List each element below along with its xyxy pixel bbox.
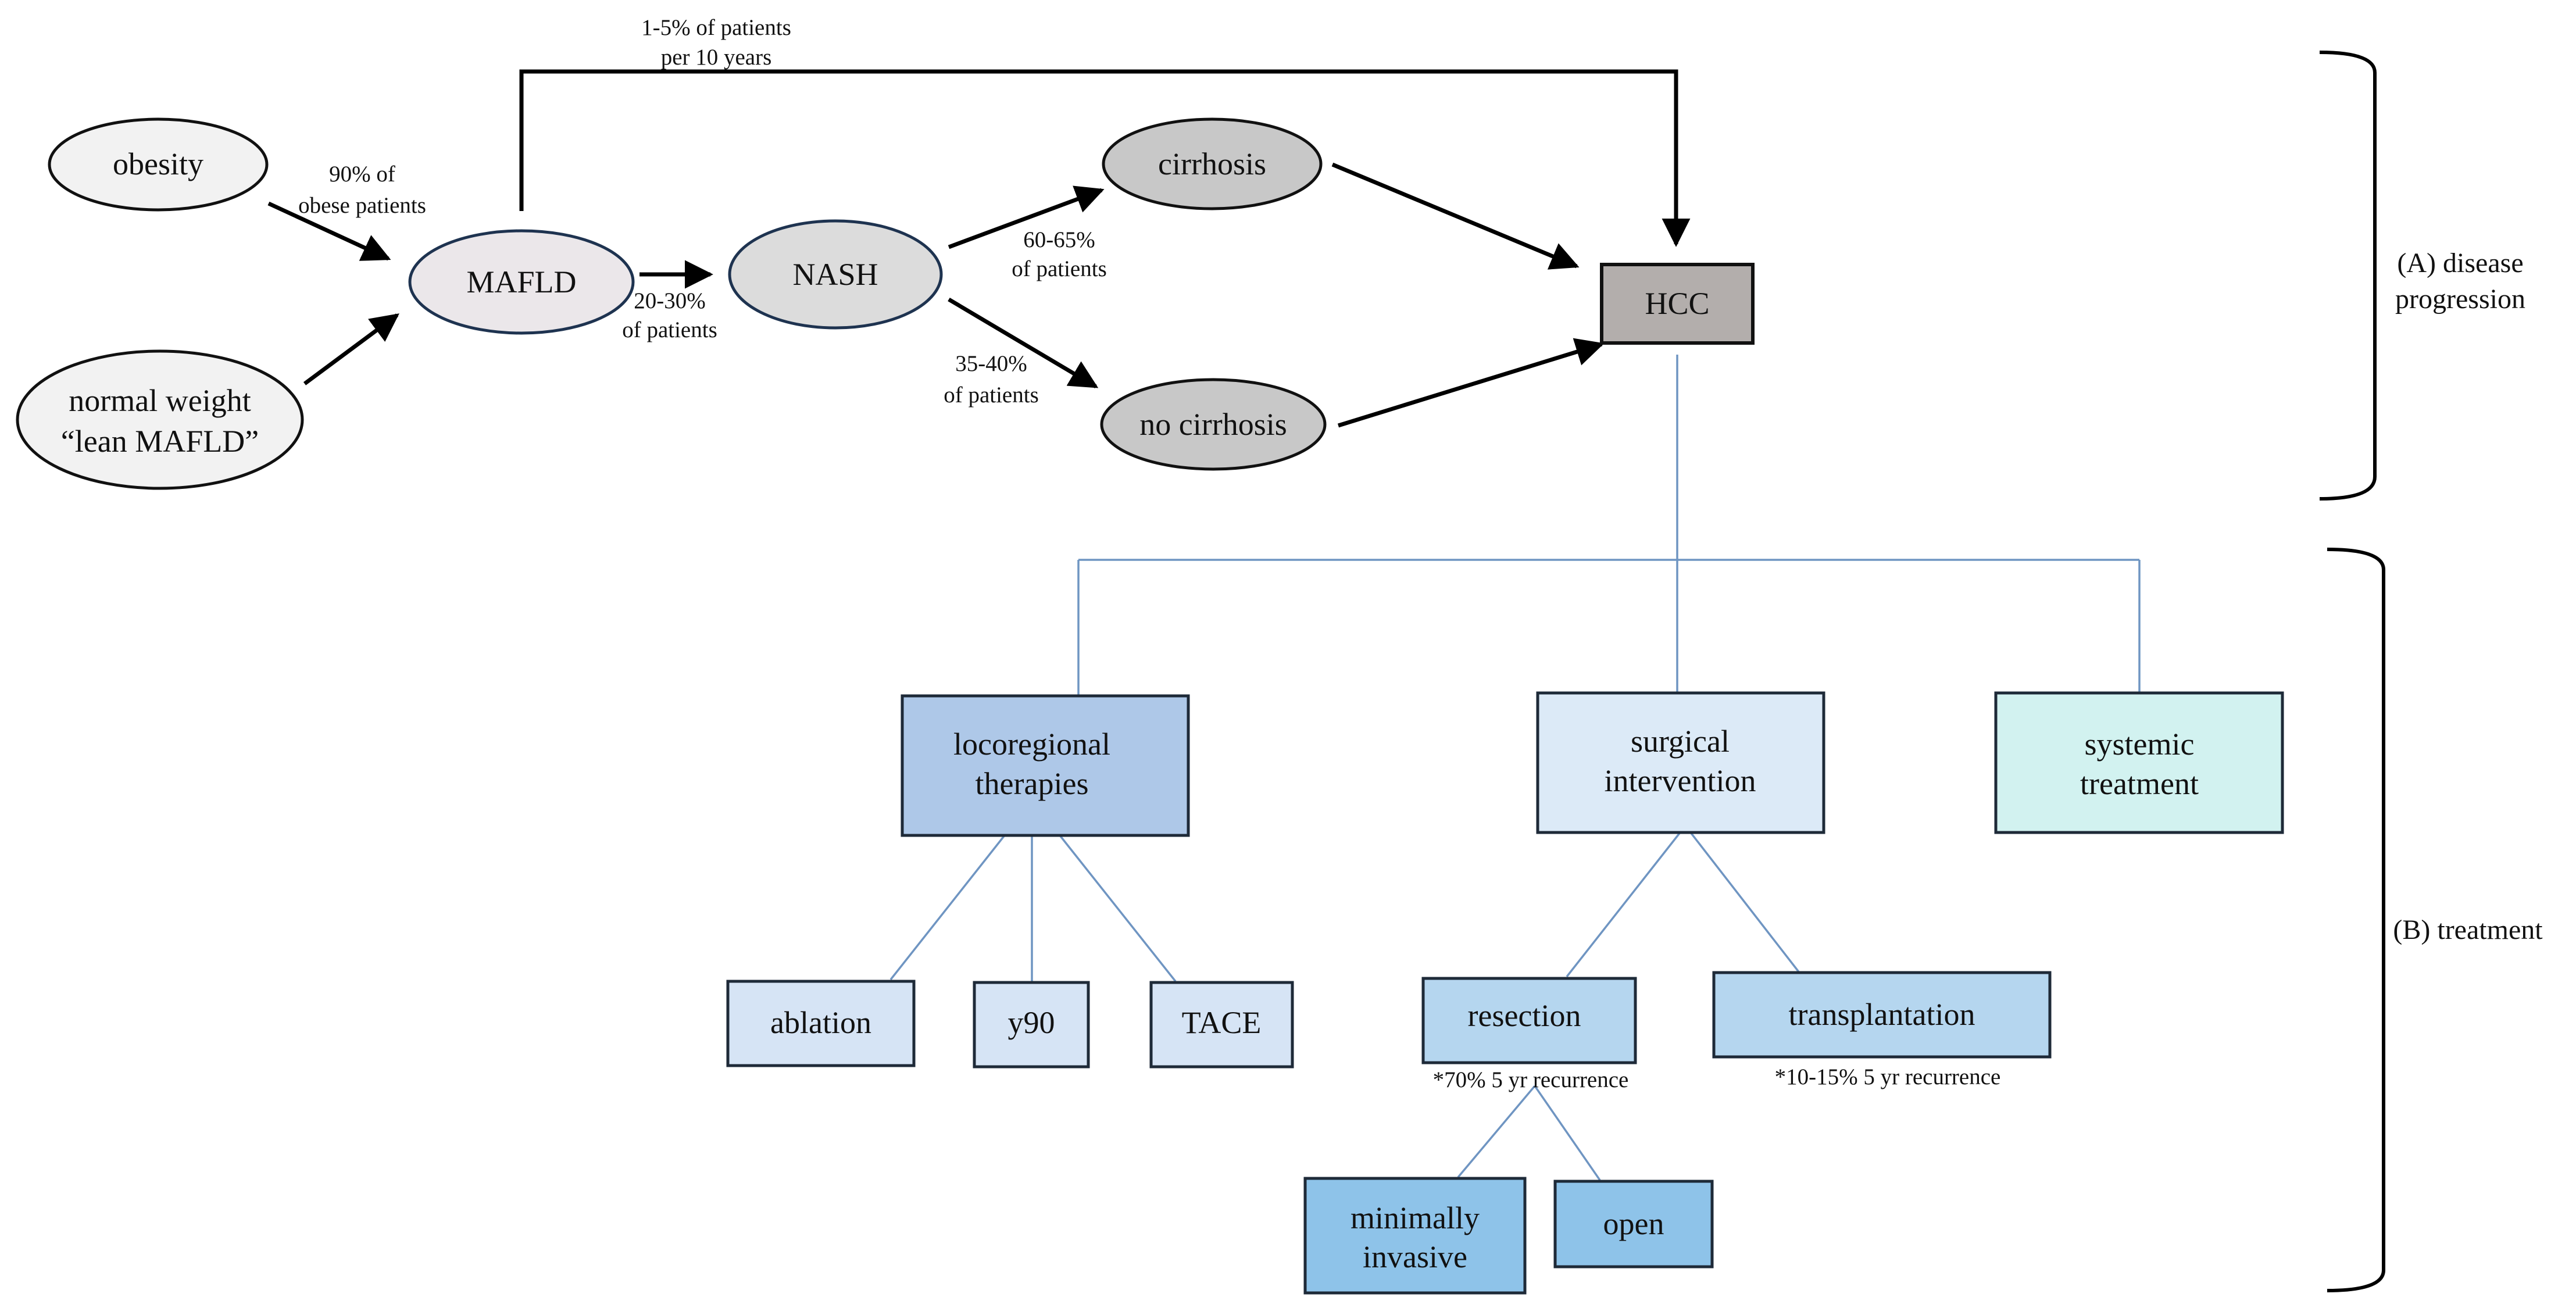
section-treatment: (B) treatment bbox=[2327, 548, 2543, 1292]
label-obesity-to-mafld-line1: 90% of bbox=[329, 162, 395, 187]
node-ablation: ablation bbox=[726, 980, 916, 1067]
minimally-invasive-shape bbox=[1303, 1177, 1527, 1295]
arrow-normal-weight-to-mafld bbox=[303, 313, 399, 385]
y90-shape bbox=[973, 981, 1090, 1069]
node-no-cirrhosis: no cirrhosis bbox=[1100, 378, 1327, 471]
line-resection-to-open bbox=[1534, 1085, 1601, 1181]
node-resection: resection bbox=[1421, 977, 1637, 1064]
node-y90: y90 bbox=[973, 981, 1090, 1069]
systemic-shape bbox=[1994, 691, 2284, 834]
node-tace: TACE bbox=[1149, 981, 1294, 1069]
arrow-no-cirrhosis-to-hcc bbox=[1337, 338, 1605, 428]
locoregional-shape bbox=[901, 694, 1190, 837]
node-mafld: MAFLD bbox=[408, 229, 635, 335]
tace-shape bbox=[1149, 981, 1294, 1069]
arrow-nash-to-cirrhosis bbox=[948, 185, 1105, 249]
resection-recurrence-note: *70% 5 yr recurrence bbox=[1433, 1067, 1629, 1092]
label-nash-to-no-cirrhosis-line2: of patients bbox=[944, 383, 1039, 408]
node-transplantation: transplantation bbox=[1712, 971, 2052, 1059]
open-shape bbox=[1553, 1180, 1714, 1268]
obesity-label: obesity bbox=[113, 146, 203, 181]
line-surgical-to-resection bbox=[1566, 831, 1681, 978]
bracket-disease-progression bbox=[2319, 51, 2377, 501]
line-locoregional-to-ablation bbox=[889, 834, 1006, 981]
line-surgical-to-transplantation bbox=[1689, 831, 1800, 974]
tace-label: TACE bbox=[1182, 1005, 1262, 1040]
surgical-shape bbox=[1536, 691, 1825, 834]
node-surgical-intervention: surgical intervention bbox=[1536, 691, 1825, 834]
nash-shape bbox=[728, 219, 943, 330]
hcc-shape bbox=[1600, 263, 1755, 345]
line-resection-to-minimally-invasive bbox=[1457, 1085, 1536, 1178]
systemic-label-line1: systemic bbox=[2085, 727, 2195, 762]
arrow-mafld-to-hcc bbox=[519, 69, 1691, 247]
label-mafld-to-hcc-line2: per 10 years bbox=[661, 45, 772, 70]
progression-arrows bbox=[267, 69, 1691, 428]
bracket-treatment bbox=[2327, 548, 2385, 1292]
label-mafld-to-nash-line2: of patients bbox=[622, 317, 717, 342]
section-treatment-label: (B) treatment bbox=[2393, 914, 2543, 945]
ablation-shape bbox=[726, 980, 916, 1067]
node-normal-weight: normal weight “lean MAFLD” bbox=[16, 349, 304, 490]
locoregional-label-line2: therapies bbox=[976, 766, 1089, 801]
transplantation-recurrence-note: *10-15% 5 yr recurrence bbox=[1775, 1064, 2001, 1089]
y90-label: y90 bbox=[1008, 1005, 1055, 1040]
mafld-label: MAFLD bbox=[466, 265, 576, 299]
label-mafld-to-nash-line1: 20-30% bbox=[634, 288, 705, 313]
label-mafld-to-hcc-line1: 1-5% of patients bbox=[641, 15, 791, 40]
label-nash-to-no-cirrhosis-line1: 35-40% bbox=[955, 351, 1027, 376]
section-disease-progression-line2: progression bbox=[2395, 284, 2525, 315]
systemic-label-line2: treatment bbox=[2080, 766, 2199, 801]
arrow-nash-to-no-cirrhosis bbox=[948, 297, 1099, 389]
label-nash-to-cirrhosis-line1: 60-65% bbox=[1023, 227, 1095, 252]
normal-weight-label-line2: “lean MAFLD” bbox=[61, 424, 259, 459]
obesity-shape bbox=[48, 117, 269, 212]
ablation-label: ablation bbox=[770, 1005, 871, 1040]
resection-shape bbox=[1421, 977, 1637, 1064]
node-minimally-invasive: minimally invasive bbox=[1303, 1177, 1527, 1295]
no-cirrhosis-label: no cirrhosis bbox=[1139, 407, 1287, 442]
normal-weight-label-line1: normal weight bbox=[69, 383, 251, 418]
treatment-tree-lines bbox=[889, 355, 2141, 1181]
minimally-invasive-label-line2: invasive bbox=[1363, 1239, 1467, 1274]
node-nash: NASH bbox=[728, 219, 943, 330]
label-obesity-to-mafld-line2: obese patients bbox=[298, 193, 426, 218]
node-open: open bbox=[1553, 1180, 1714, 1268]
normal-weight-shape bbox=[16, 349, 304, 490]
no-cirrhosis-shape bbox=[1100, 378, 1327, 471]
hcc-label: HCC bbox=[1645, 286, 1709, 321]
cirrhosis-shape bbox=[1102, 117, 1323, 210]
label-nash-to-cirrhosis-line2: of patients bbox=[1012, 256, 1107, 281]
transplantation-shape bbox=[1712, 971, 2052, 1059]
surgical-label-line1: surgical bbox=[1631, 724, 1730, 759]
open-label: open bbox=[1603, 1206, 1664, 1241]
resection-label: resection bbox=[1468, 998, 1581, 1033]
node-systemic-treatment: systemic treatment bbox=[1994, 691, 2284, 834]
mafld-shape bbox=[408, 229, 635, 335]
node-cirrhosis: cirrhosis bbox=[1102, 117, 1323, 210]
node-obesity: obesity bbox=[48, 117, 269, 212]
node-locoregional-therapies: locoregional therapies bbox=[901, 694, 1190, 837]
node-hcc: HCC bbox=[1600, 263, 1755, 345]
cirrhosis-label: cirrhosis bbox=[1158, 146, 1266, 181]
nash-label: NASH bbox=[792, 257, 878, 292]
section-disease-progression: (A) disease progression bbox=[2319, 51, 2525, 501]
arrow-obesity-to-mafld bbox=[267, 201, 391, 261]
arrow-cirrhosis-to-hcc bbox=[1331, 162, 1580, 270]
locoregional-label-line1: locoregional bbox=[953, 727, 1110, 762]
progression-edge-labels: 90% of obese patients 1-5% of patients p… bbox=[298, 15, 1107, 408]
line-locoregional-to-tace bbox=[1059, 834, 1177, 982]
transplantation-label: transplantation bbox=[1789, 997, 1975, 1032]
surgical-label-line2: intervention bbox=[1605, 763, 1756, 798]
section-disease-progression-line1: (A) disease bbox=[2397, 248, 2523, 278]
minimally-invasive-label-line1: minimally bbox=[1350, 1200, 1480, 1235]
